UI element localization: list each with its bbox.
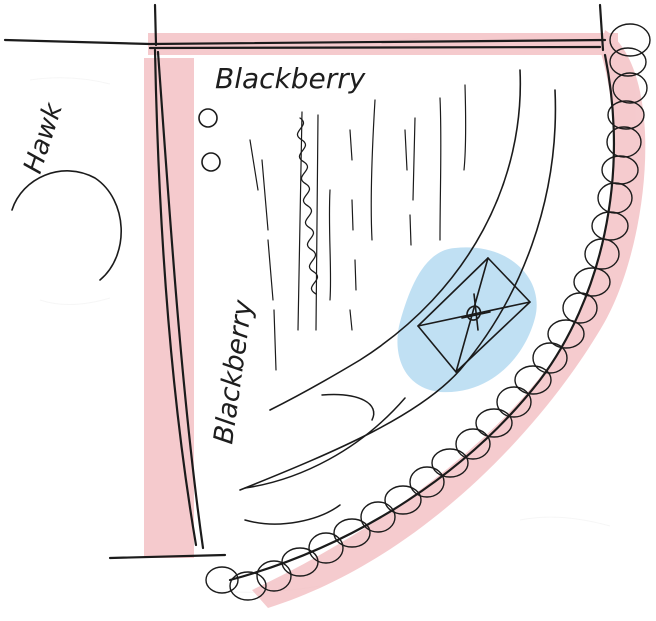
feature-highlight (397, 247, 536, 392)
lower-path-lines (245, 395, 405, 524)
hawk-circle (12, 171, 121, 280)
small-circle-markers (199, 109, 220, 171)
bottom-line (110, 555, 225, 558)
left-label: Hawk (18, 99, 69, 177)
side-label: Blackberry (208, 297, 259, 446)
top-label: Blackberry (215, 62, 366, 95)
top-fence-line-2 (150, 47, 600, 48)
